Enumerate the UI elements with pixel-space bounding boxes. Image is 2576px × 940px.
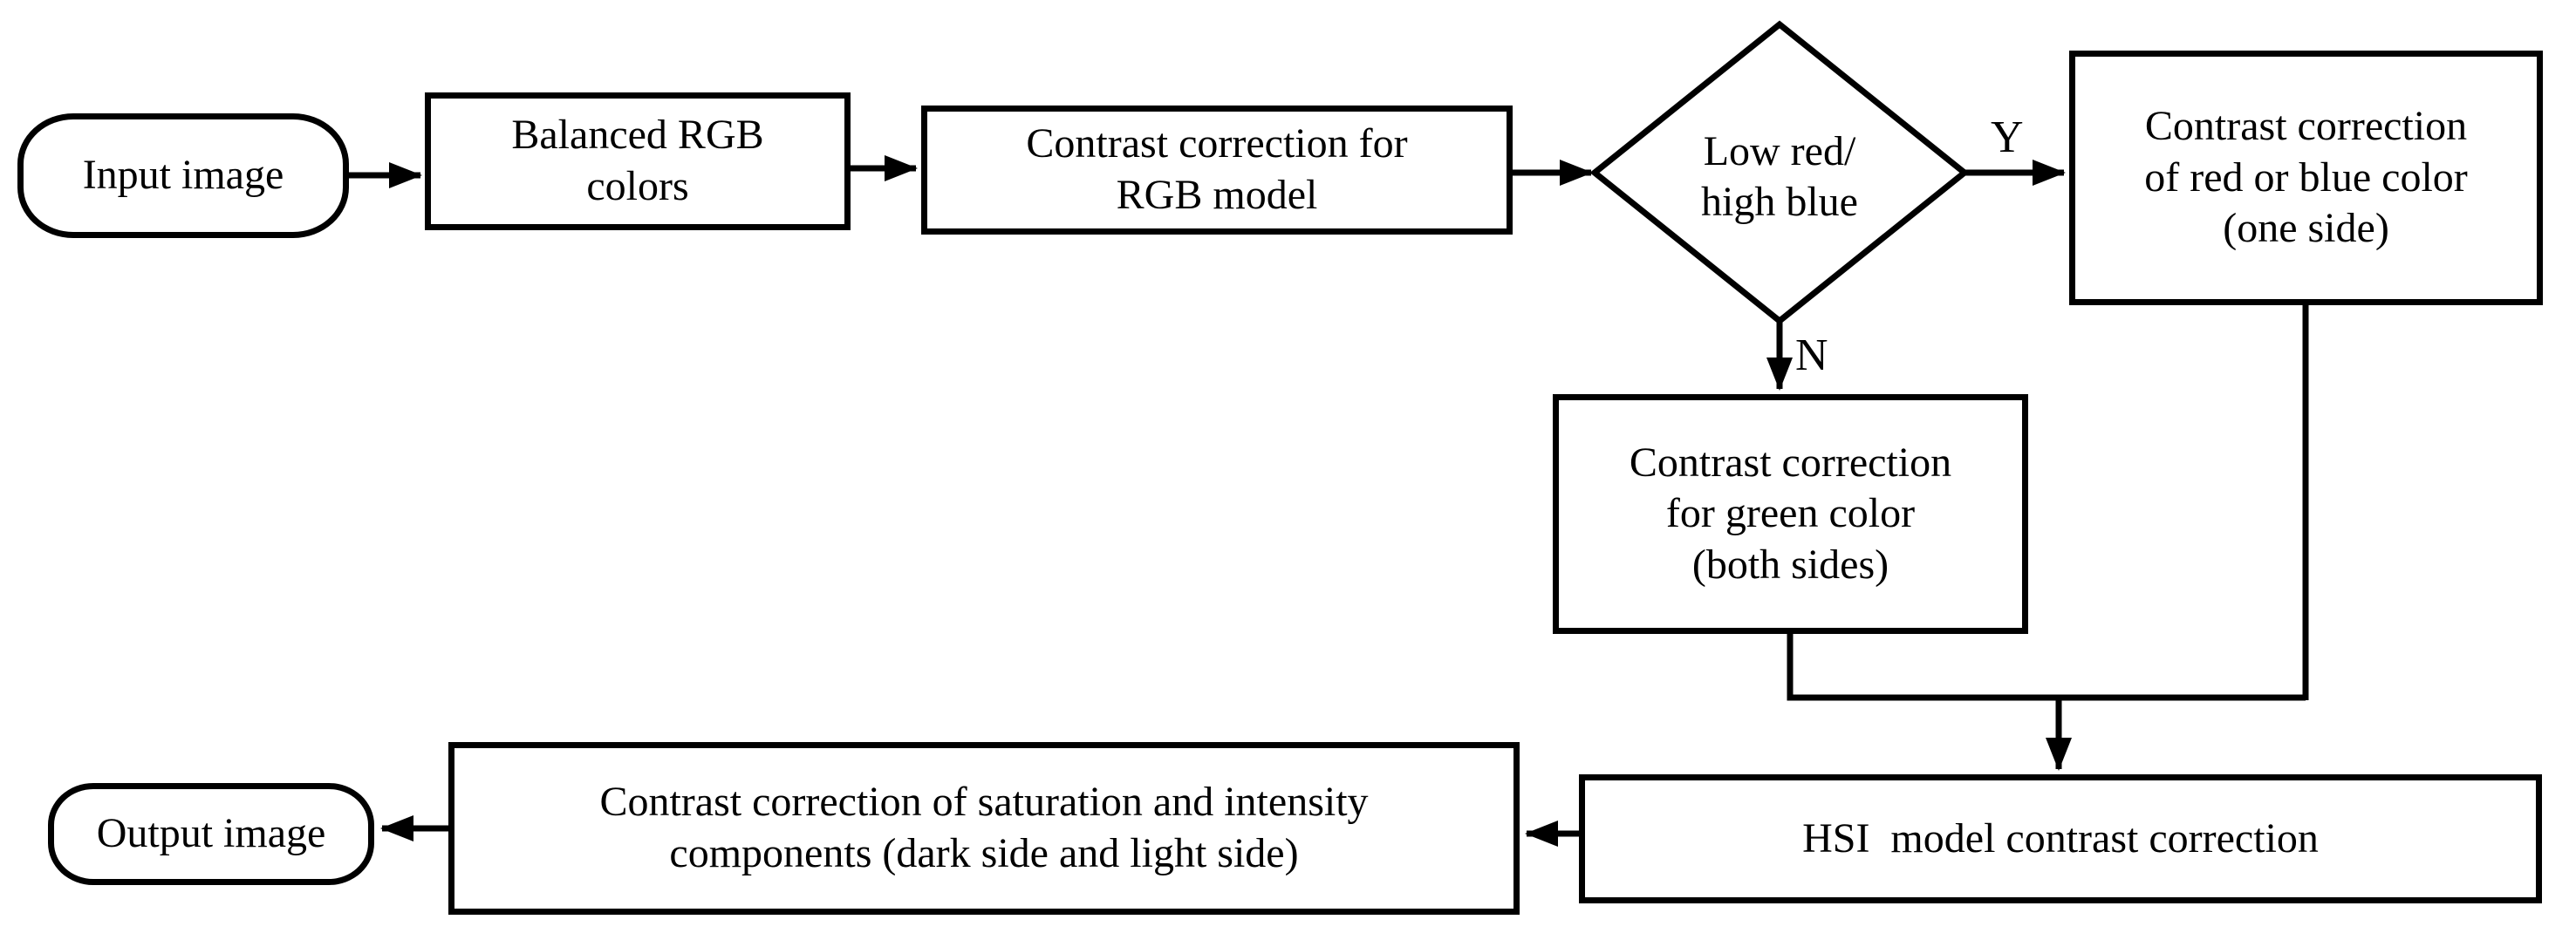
node-hsi-model-contrast-correction: HSI model contrast correction [1579,774,2542,903]
node-output-image: Output image [48,783,374,885]
node-input-image: Input image [17,113,349,238]
node-contrast-correction-red-blue: Contrast correction of red or blue color… [2069,51,2543,305]
node-balanced-rgb-colors: Balanced RGB colors [425,92,851,230]
edge-label-no: N [1795,330,1828,380]
node-contrast-correction-saturation-intensity: Contrast correction of saturation and in… [448,742,1520,915]
node-decision-low-red-high-blue-label: Low red/ high blue [1701,128,1858,225]
node-contrast-correction-rgb-model: Contrast correction for RGB model [921,106,1513,235]
edge-label-yes: Y [1991,112,2024,162]
connector-green-to-merge [1787,634,2306,701]
node-contrast-correction-green: Contrast correction for green color (bot… [1553,394,2028,634]
